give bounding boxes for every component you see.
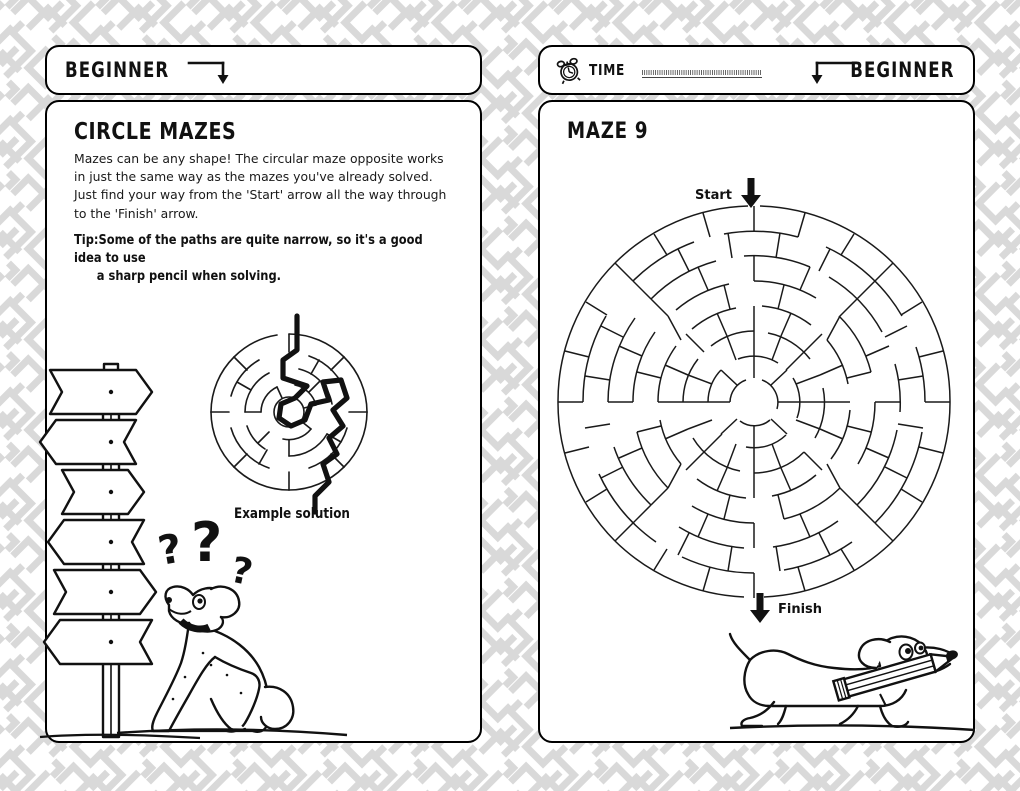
right-page-body: MAZE 9 Start [538,100,976,743]
right-page-header-bar: TIME BEGINNER [538,45,975,95]
svg-text:?: ? [155,526,186,575]
time-label: TIME [589,61,626,79]
svg-text:?: ? [227,550,256,594]
right-level-label: BEGINNER [850,58,955,82]
left-page-header-bar: BEGINNER [45,45,482,95]
circular-maze-9 [554,202,964,602]
time-entry-group[interactable]: TIME [556,47,763,93]
confused-dog-illustration: ? ? ? [107,511,357,745]
example-circle-maze [197,313,387,517]
pencil-icon [831,652,958,702]
tip-line1: Some of the paths are quite narrow, so i… [74,233,423,266]
maze-title: MAZE 9 [567,119,649,144]
alarm-clock-icon [556,57,582,85]
question-marks-icon: ? ? ? [155,511,256,594]
time-input[interactable] [642,68,763,78]
signpost-illustration [38,362,201,745]
left-level-wrap: BEGINNER [65,47,184,93]
finish-arrow-down-icon [749,593,771,623]
example-caption: Example solution [234,506,350,522]
tip-prefix: Tip: [74,233,99,248]
tip-line2: a sharp pencil when solving. [96,269,282,284]
left-page-body: CIRCLE MAZES Mazes can be any shape! The… [38,100,482,745]
page-title: CIRCLE MAZES [74,119,237,145]
finish-label: Finish [778,602,823,617]
svg-text:?: ? [191,511,222,574]
left-level-label: BEGINNER [65,58,170,82]
intro-paragraph: Mazes can be any shape! The circular maz… [74,151,447,221]
right-level-wrap: BEGINNER [836,47,955,93]
start-label: Start [695,188,732,203]
arrow-left-down-icon [805,58,853,86]
running-dog-with-pencil-illustration [728,622,976,732]
start-arrow-down-icon [740,178,762,208]
tip-block: Tip:Some of the paths are quite narrow, … [74,232,435,286]
arrow-right-down-icon [187,58,235,86]
